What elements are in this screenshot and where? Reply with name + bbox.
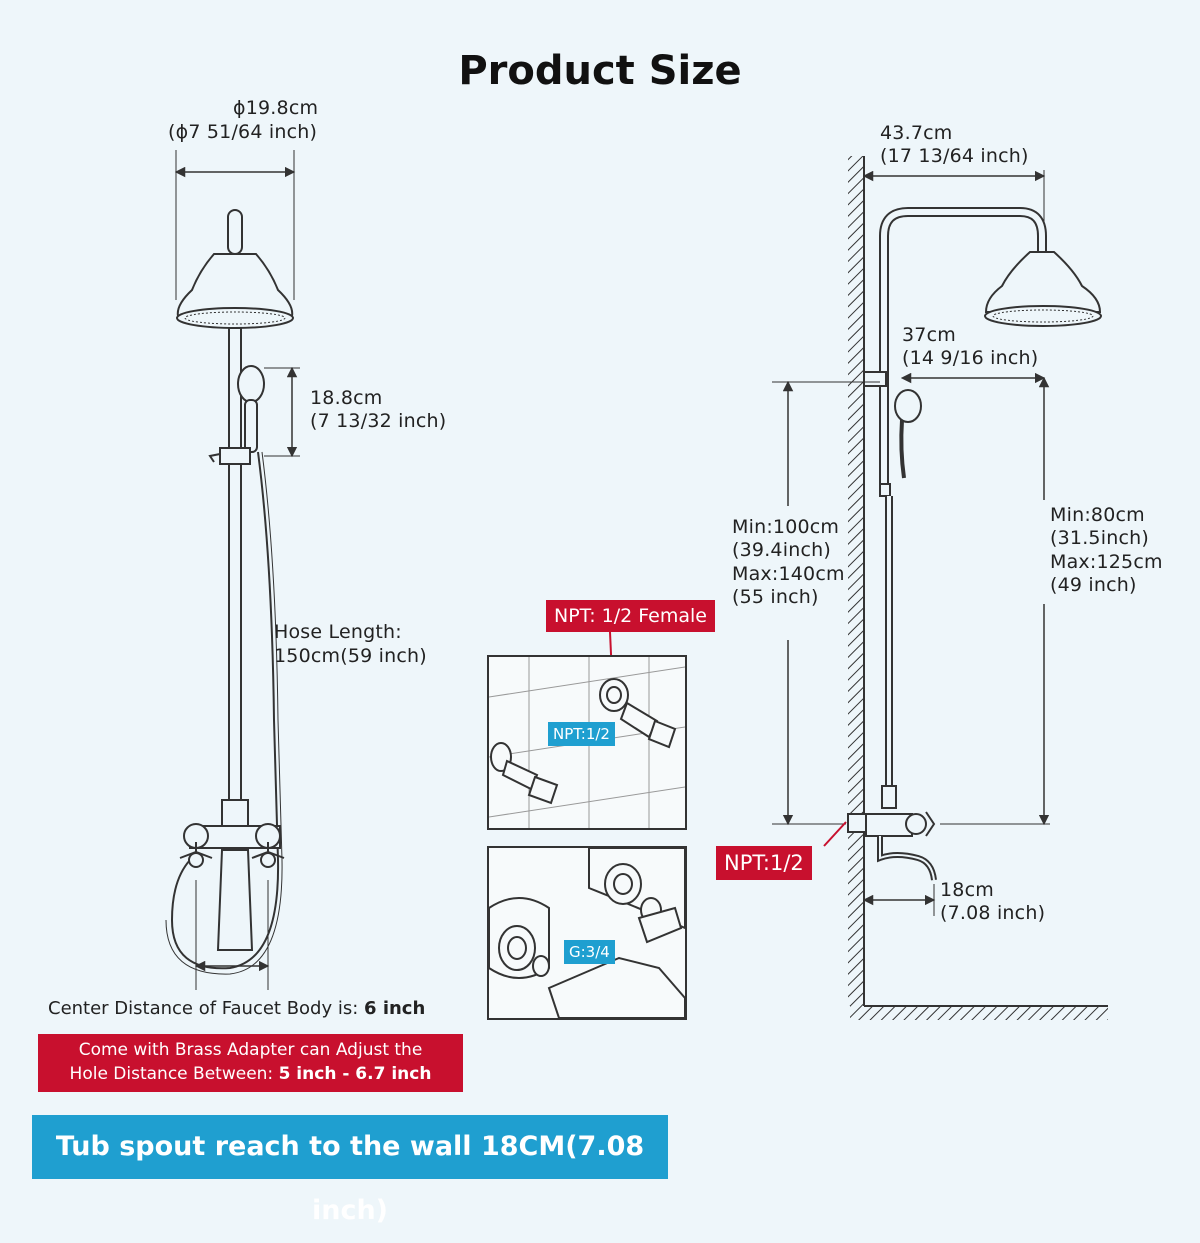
center-distance-value: 6 inch <box>364 998 426 1019</box>
inset-wall-drawing <box>489 657 685 828</box>
hand-length-inch-label: (7 13/32 inch) <box>310 410 447 432</box>
front-view-shower <box>165 150 300 990</box>
spout-reach-inch-label: (7.08 inch) <box>940 902 1046 924</box>
inset-adapter-drawing <box>489 848 685 1018</box>
bar-offset-inch-label: (14 9/16 inch) <box>902 347 1039 369</box>
center-distance-prefix: Center Distance of Faucet Body is: <box>48 998 365 1019</box>
head-diameter-label: ϕ19.8cm <box>233 97 319 119</box>
npt-wall-label: NPT:1/2 <box>716 846 812 880</box>
tub-spout-banner: Tub spout reach to the wall 18CM(7.08 in… <box>32 1115 668 1226</box>
height-min-inch-label: (39.4inch) <box>732 539 831 561</box>
inset-wall-connection <box>487 655 687 830</box>
adapter-line-2-prefix: Hole Distance Between: <box>69 1064 279 1084</box>
slide-max-label: Max:125cm <box>1050 551 1163 573</box>
head-diameter-inch-label: (ϕ7 51/64 inch) <box>168 121 318 143</box>
height-min-label: Min:100cm <box>732 516 840 538</box>
height-max-inch-label: (55 inch) <box>732 586 819 608</box>
npt-female-label: NPT: 1/2 Female <box>546 600 715 632</box>
slide-min-label: Min:80cm <box>1050 504 1145 526</box>
npt-small-label: NPT:1/2 <box>548 722 615 746</box>
page-title: Product Size <box>458 48 742 94</box>
hose-length-value: 150cm(59 inch) <box>274 645 427 667</box>
center-distance-text: Center Distance of Faucet Body is: 6 inc… <box>48 998 425 1019</box>
hose-length-label: Hose Length: <box>274 621 402 643</box>
side-view-shower <box>772 156 1108 1020</box>
slide-max-inch-label: (49 inch) <box>1050 574 1137 596</box>
height-max-label: Max:140cm <box>732 563 845 585</box>
adapter-line-2-value: 5 inch - 6.7 inch <box>278 1064 432 1084</box>
adapter-line-2: Hole Distance Between: 5 inch - 6.7 inch <box>38 1062 463 1086</box>
adapter-line-1: Come with Brass Adapter can Adjust the <box>78 1040 423 1060</box>
bar-offset-label: 37cm <box>902 324 956 346</box>
hand-length-label: 18.8cm <box>310 387 383 409</box>
arm-reach-label: 43.7cm <box>880 122 953 144</box>
spout-reach-label: 18cm <box>940 879 994 901</box>
arm-reach-inch-label: (17 13/64 inch) <box>880 145 1029 167</box>
inset-faucet-adapter <box>487 846 687 1020</box>
g-thread-label: G:3/4 <box>564 940 615 964</box>
brass-adapter-note: Come with Brass Adapter can Adjust the H… <box>38 1034 463 1092</box>
slide-min-inch-label: (31.5inch) <box>1050 527 1149 549</box>
product-diagram <box>165 150 1108 1020</box>
